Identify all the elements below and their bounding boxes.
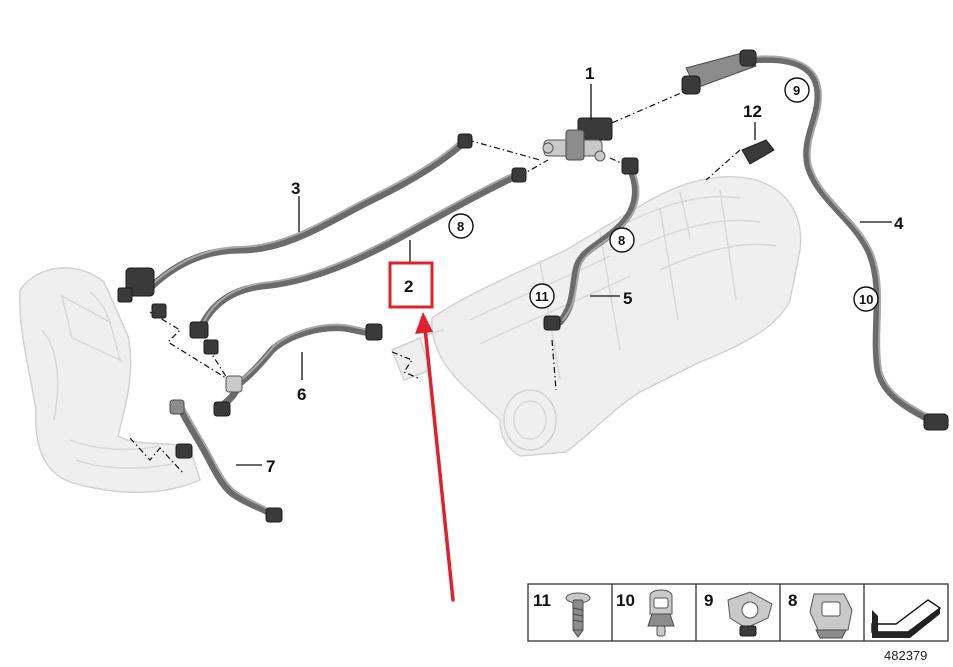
- callout-1: 1: [585, 64, 594, 83]
- svg-text:8: 8: [618, 233, 625, 248]
- grommet-part-12: [741, 139, 775, 165]
- callout-6: 6: [297, 385, 306, 404]
- callout-12: 12: [743, 102, 762, 121]
- circled-ref-11: 11: [529, 283, 555, 309]
- legend-panel: 11 10 9: [527, 583, 949, 642]
- circled-ref-9: 9: [784, 77, 810, 103]
- leader-lines: [236, 84, 892, 466]
- hose-4: [748, 55, 934, 424]
- silencer-part-9: [681, 49, 757, 95]
- svg-text:8: 8: [457, 219, 464, 234]
- circled-ref-10: 10: [853, 286, 879, 312]
- legend-item-9: 9: [704, 591, 773, 637]
- legend-item-8: 8: [788, 591, 853, 639]
- callout-4: 4: [894, 214, 904, 233]
- callout-2: 2: [404, 277, 413, 296]
- svg-text:11: 11: [533, 591, 551, 610]
- hose-2: [196, 172, 520, 334]
- diagram-reference-number: 482379: [884, 648, 927, 663]
- intake-manifold: [391, 176, 802, 457]
- svg-text:10: 10: [859, 292, 873, 307]
- legend-item-11: 11: [533, 591, 591, 638]
- highlight-box-part-2: 2: [388, 261, 434, 309]
- hose-clamp-icon: [727, 591, 773, 637]
- hose-3: [144, 140, 466, 294]
- callout-3: 3: [291, 179, 300, 198]
- hose-7: [174, 400, 276, 518]
- screw-icon: [565, 592, 591, 638]
- bracket-clip-icon: [809, 593, 853, 639]
- direction-arrow-icon: [871, 599, 942, 638]
- circled-ref-8-a: 8: [448, 213, 474, 239]
- clip-icon: [647, 589, 675, 637]
- valve-part-1: [542, 117, 613, 162]
- svg-text:11: 11: [535, 289, 549, 304]
- svg-text:9: 9: [704, 591, 713, 610]
- hose-5: [556, 164, 640, 326]
- hose-end-connectors: [117, 133, 949, 523]
- red-pointer-arrow: [415, 312, 455, 602]
- circled-ref-8-b: 8: [609, 227, 635, 253]
- air-intake-duct: [19, 267, 201, 493]
- callout-7: 7: [266, 457, 275, 476]
- svg-text:10: 10: [616, 591, 635, 610]
- svg-text:8: 8: [788, 591, 797, 610]
- legend-item-10: 10: [616, 589, 675, 637]
- svg-text:9: 9: [793, 83, 800, 98]
- callout-5: 5: [623, 289, 632, 308]
